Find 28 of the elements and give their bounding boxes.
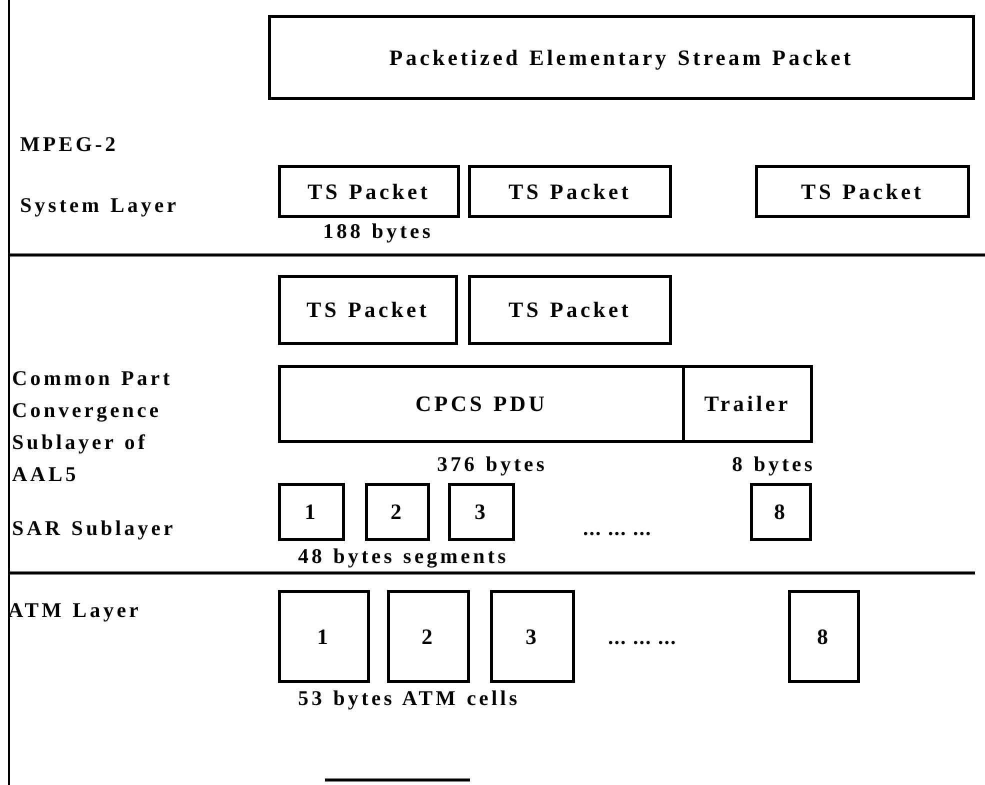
size-label: 48 bytes segments	[298, 544, 509, 568]
layer-label: Common Part Convergence Sublayer of AAL5	[12, 365, 174, 488]
cell-box: 3	[490, 590, 575, 683]
size-label: 8 bytes	[732, 452, 816, 476]
layer-label: MPEG-2	[20, 132, 118, 156]
cell-box: 8	[788, 590, 860, 683]
segment-box: 8	[750, 483, 812, 541]
size-label: 53 bytes ATM cells	[298, 686, 520, 710]
ellipsis: ... ... ...	[608, 625, 677, 649]
layer-label: SAR Sublayer	[12, 516, 176, 540]
layer-label: ATM Layer	[8, 598, 142, 622]
segment-box: 1	[278, 483, 345, 541]
trailer-box: Trailer	[683, 365, 813, 443]
ts-packet-box: TS Packet	[755, 165, 970, 218]
ts-packet-box: TS Packet	[278, 275, 458, 345]
segment-box: 2	[365, 483, 430, 541]
ts-packet-box: TS Packet	[468, 165, 672, 218]
size-label: 376 bytes	[437, 452, 548, 476]
pdu-box: CPCS PDU	[278, 365, 685, 443]
cell-box: 1	[278, 590, 370, 683]
ts-packet-box: TS Packet	[468, 275, 672, 345]
layer-label: System Layer	[20, 193, 180, 217]
segment-box: 3	[448, 483, 515, 541]
ts-packet-box: TS Packet	[278, 165, 460, 218]
cell-box: 2	[387, 590, 470, 683]
ellipsis: ... ... ...	[583, 516, 652, 540]
stream-packet-box: Packetized Elementary Stream Packet	[268, 15, 975, 100]
size-label: 188 bytes	[323, 219, 434, 243]
